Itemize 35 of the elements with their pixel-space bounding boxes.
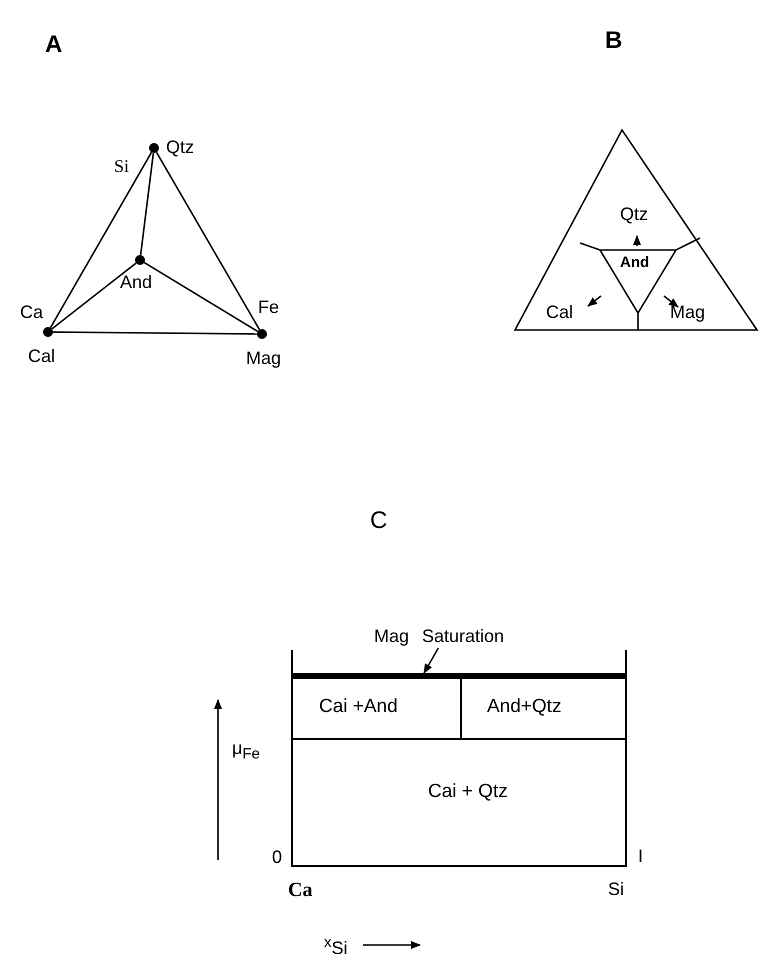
panel-letter: B xyxy=(605,28,622,54)
phase-field-label: Cai +And xyxy=(319,697,398,717)
tick-label: I xyxy=(638,846,644,866)
point-label: Qtz xyxy=(166,137,194,157)
element-label: Fe xyxy=(258,297,280,317)
leader-line xyxy=(423,648,439,674)
tie-line xyxy=(144,262,258,332)
element-label: Ca xyxy=(20,302,44,322)
phase-field-label: And+Qtz xyxy=(487,697,562,717)
phase-field-label: Cai + Qtz xyxy=(428,782,508,802)
tie-line xyxy=(156,152,260,330)
axis-label: μ$_{Fe}$ xyxy=(232,738,260,765)
phase-label: Qtz xyxy=(620,204,648,224)
tie-line xyxy=(51,262,137,330)
panel-letter: A xyxy=(45,32,62,58)
panel-letter: C xyxy=(370,508,388,534)
phase-label: Mag xyxy=(670,302,706,322)
tie-line xyxy=(50,152,152,328)
axis-label: $^{x}$Si xyxy=(324,933,348,958)
phase-label: Cal xyxy=(546,302,574,322)
tie-line xyxy=(53,331,257,335)
phase-label: And xyxy=(620,253,650,273)
axis-end-label: Ca xyxy=(288,880,312,900)
callout-text: Mag Saturation xyxy=(374,626,504,646)
point-marker xyxy=(257,329,267,339)
point-marker xyxy=(43,327,53,337)
point-label: Mag xyxy=(246,348,282,368)
element-label: Si xyxy=(114,156,130,176)
tick-label: 0 xyxy=(272,847,282,867)
tie-line xyxy=(140,152,154,256)
point-marker xyxy=(149,143,159,153)
point-label: Cal xyxy=(28,346,56,366)
axis-end-label: Si xyxy=(608,879,624,899)
point-marker xyxy=(135,255,145,265)
point-label: And xyxy=(120,272,152,292)
